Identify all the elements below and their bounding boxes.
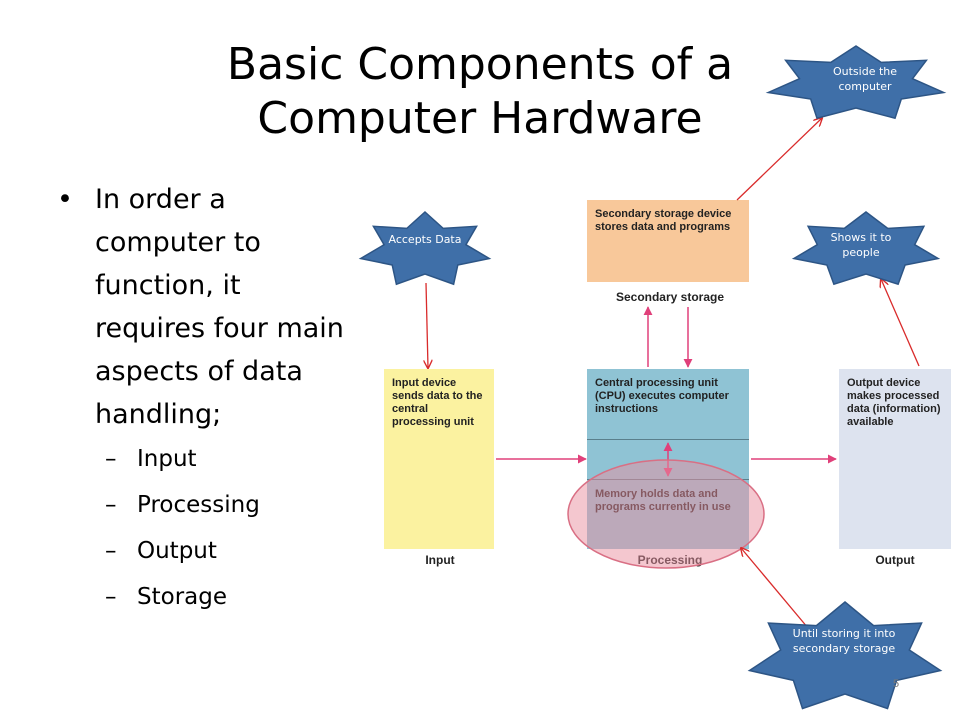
callout-shows-label: Shows it to people (830, 231, 892, 259)
star-until-shape (747, 601, 943, 710)
subitem-processing: –Processing (55, 482, 355, 528)
secondary-storage-caption: Secondary storage (615, 290, 725, 304)
slide-title: Basic Components of a Computer Hardware (226, 39, 734, 144)
callout-arrow-shows (881, 279, 920, 367)
callout-accepts-label: Accepts Data (388, 233, 462, 246)
bullet-main: • In order a computer to function, it re… (55, 178, 355, 436)
bullet-text: In order a computer to function, it requ… (95, 184, 344, 430)
input-box-text: Input device sends data to the central p… (392, 377, 483, 428)
star-until (747, 601, 943, 710)
cpu-box: Central processing unit (CPU) executes c… (587, 369, 749, 439)
dash-icon: – (105, 492, 117, 518)
star-outside-shape (765, 45, 947, 120)
callout-arrow-outside (736, 118, 822, 201)
callout-arrow-until (741, 548, 809, 629)
star-outside (765, 45, 947, 120)
star-shows-shape (791, 211, 941, 286)
subitem-input: –Input (55, 436, 355, 482)
callout-until-label: Until storing it into secondary storage (792, 627, 896, 655)
bullet-dot-icon: • (57, 184, 73, 215)
cpu-box-text: Central processing unit (CPU) executes c… (595, 377, 729, 415)
bullet-list: • In order a computer to function, it re… (55, 178, 355, 620)
subitem-output: –Output (55, 528, 355, 574)
input-caption: Input (425, 553, 455, 567)
subitem-label: Input (137, 446, 197, 472)
subitem-label: Storage (137, 584, 227, 610)
star-accepts (358, 210, 492, 286)
star-accepts-shape (358, 210, 492, 286)
dash-icon: – (105, 538, 117, 564)
output-box: Output device makes processed data (info… (839, 369, 951, 549)
memory-highlight-ellipse (567, 459, 765, 569)
subitem-label: Output (137, 538, 217, 564)
output-caption: Output (875, 553, 915, 567)
input-box: Input device sends data to the central p… (384, 369, 494, 549)
dash-icon: – (105, 446, 117, 472)
callout-outside-label: Outside the computer (832, 65, 898, 93)
secondary-storage-text: Secondary storage device stores data and… (595, 208, 732, 233)
secondary-storage-box: Secondary storage device stores data and… (587, 200, 749, 282)
subitem-storage: –Storage (55, 574, 355, 620)
page-number: 5 (893, 678, 900, 690)
dash-icon: – (105, 584, 117, 610)
star-shows (791, 211, 941, 286)
subitem-label: Processing (137, 492, 260, 518)
callout-arrow-accepts (426, 282, 428, 368)
output-box-text: Output device makes processed data (info… (847, 377, 941, 428)
